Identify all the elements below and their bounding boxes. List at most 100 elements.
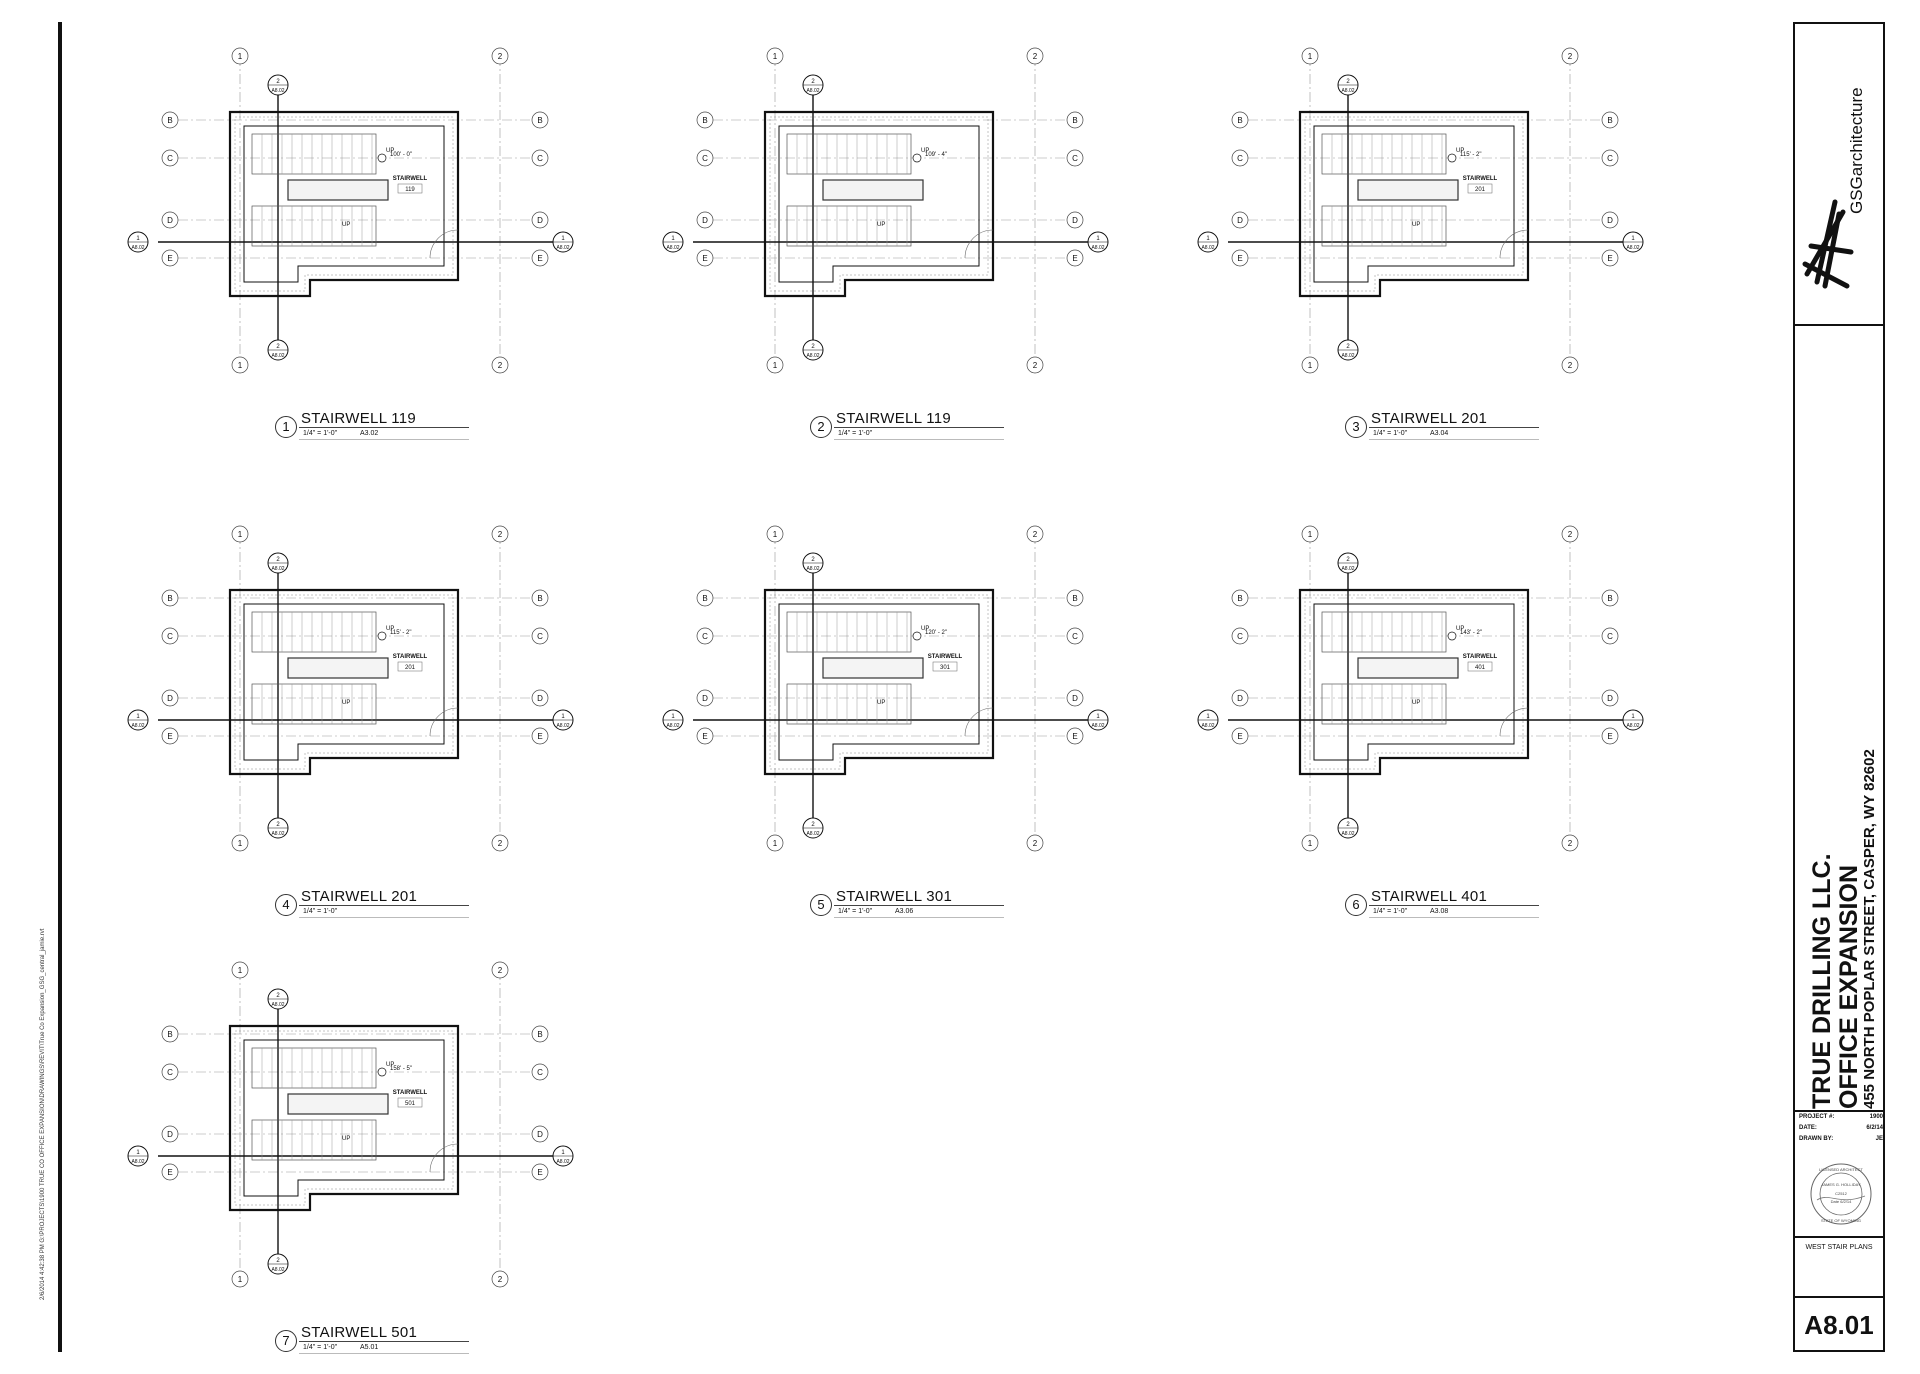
- grid-bubble: [491, 1270, 509, 1288]
- room-number-tag: 201: [1475, 187, 1486, 193]
- gsg-logo: GSGarchitecture: [1795, 24, 1883, 324]
- section-marker-sheet: A8.02: [556, 1159, 569, 1165]
- section-marker-sheet: A8.02: [666, 245, 679, 251]
- grid-bubble-label: 1: [238, 361, 243, 370]
- section-marker-number: 2: [1346, 79, 1350, 85]
- section-marker-number: 1: [671, 714, 675, 720]
- title-underline: [834, 427, 1004, 428]
- view-number: 3: [1345, 416, 1367, 438]
- grid-bubble-label: 1: [238, 52, 243, 61]
- elevation-label: 109' - 4": [925, 152, 947, 158]
- grid-bubble: [1561, 834, 1579, 852]
- title-block: GSGarchitecture TRUE DRILLING LLC. OFFIC…: [1793, 22, 1885, 1352]
- grid-bubble-label: D: [1607, 694, 1613, 703]
- grid-bubble: [1231, 211, 1249, 229]
- elevation-label: 158' - 5": [390, 1066, 412, 1072]
- grid-bubble-label: E: [167, 732, 172, 741]
- door-swing: [429, 1143, 459, 1173]
- section-marker-sheet: A8.02: [806, 831, 819, 837]
- view-reference: A5.01: [360, 1344, 379, 1351]
- grid-bubble: [696, 249, 714, 267]
- grid-bubble-label: C: [537, 1068, 543, 1077]
- grid-bubble-label: C: [167, 1068, 173, 1077]
- stair-up-label: UP: [342, 1136, 350, 1142]
- grid-bubble-label: 1: [1308, 530, 1313, 539]
- grid-bubble: [696, 111, 714, 129]
- room-number-tag: 501: [405, 1101, 416, 1107]
- stair-up-label: UP: [1412, 700, 1420, 706]
- grid-bubble: [531, 249, 549, 267]
- grid-bubble-label: B: [167, 594, 172, 603]
- section-marker-number: 2: [811, 822, 815, 828]
- section-marker-number: 1: [561, 236, 565, 242]
- seal-signature: [1816, 1195, 1866, 1201]
- grid-bubble: [491, 356, 509, 374]
- grid-bubble-label: 1: [773, 839, 778, 848]
- section-marker-sheet: A8.02: [271, 566, 284, 572]
- view-number: 5: [810, 894, 832, 916]
- project-fields: PROJECT #:1900 DATE:6/2/14 DRAWN BY:JE: [1799, 1114, 1883, 1147]
- wall-hatch: [234, 116, 454, 292]
- drawn-by-value: JE: [1875, 1136, 1883, 1142]
- grid-bubble: [1231, 727, 1249, 745]
- grid-bubble-label: E: [1607, 254, 1612, 263]
- stair-landing-wall: [822, 657, 924, 679]
- grid-bubble: [696, 149, 714, 167]
- project-number-row: PROJECT #:1900: [1799, 1114, 1883, 1125]
- grid-bubble: [1231, 627, 1249, 645]
- section-marker-sheet: A8.02: [1341, 353, 1354, 359]
- grid-bubble: [696, 211, 714, 229]
- grid-bubble: [1601, 627, 1619, 645]
- grid-bubble-label: D: [167, 216, 173, 225]
- stair-up-label: UP: [342, 700, 350, 706]
- stair-flight-upper: [251, 611, 377, 653]
- grid-bubble-label: E: [537, 254, 542, 263]
- view-reference: A3.02: [360, 430, 379, 437]
- section-marker-sheet: A8.02: [131, 245, 144, 251]
- stair-flight-outline: [1321, 683, 1447, 725]
- date-value: 6/2/14: [1866, 1125, 1883, 1131]
- room-name-tag: STAIRWELL: [393, 176, 428, 182]
- stair-flight-outline: [786, 683, 912, 725]
- grid-bubble-label: B: [167, 1030, 172, 1039]
- wall-hatch: [769, 116, 989, 292]
- stair-flight-lower: [1321, 683, 1447, 725]
- seal-line-1: LICENSED ARCHITECT: [1819, 1167, 1863, 1172]
- section-marker-sheet: A8.02: [666, 723, 679, 729]
- room-number-box: [397, 661, 423, 672]
- grid-bubble-label: 2: [1568, 530, 1573, 539]
- view-reference: A3.08: [1430, 908, 1449, 915]
- stair-flight-outline: [786, 205, 912, 247]
- client-name: TRUE DRILLING LLC. OFFICE EXPANSION: [1808, 853, 1863, 1109]
- grid-bubble: [161, 1063, 179, 1081]
- grid-bubble-label: E: [537, 1168, 542, 1177]
- section-marker-sheet: A8.02: [271, 353, 284, 359]
- section-marker-number: 1: [1206, 714, 1210, 720]
- grid-bubble-label: 1: [1308, 839, 1313, 848]
- grid-bubble: [696, 589, 714, 607]
- grid-bubble: [1601, 727, 1619, 745]
- grid-bubble-label: C: [167, 154, 173, 163]
- grid-bubble: [1066, 149, 1084, 167]
- section-marker-sheet: A8.02: [271, 88, 284, 94]
- view-scale: 1/4" = 1'-0": [838, 430, 873, 437]
- grid-bubble: [1066, 249, 1084, 267]
- grid-bubble: [1066, 211, 1084, 229]
- stair-enclosure-wall: [1298, 588, 1530, 776]
- stair-up-label: UP: [386, 1062, 394, 1068]
- grid-bubble: [766, 834, 784, 852]
- stair-flight-lower: [1321, 205, 1447, 247]
- stair-landing-wall: [287, 179, 389, 201]
- grid-bubble: [531, 1025, 549, 1043]
- stair-flight-outline: [251, 683, 377, 725]
- section-marker-sheet: A8.02: [1341, 831, 1354, 837]
- view-name: STAIRWELL 401: [1371, 888, 1488, 905]
- view-scale: 1/4" = 1'-0": [838, 908, 873, 915]
- stair-flight-lower: [786, 205, 912, 247]
- section-marker-sheet: A8.02: [806, 566, 819, 572]
- date-row: DATE:6/2/14: [1799, 1125, 1883, 1136]
- grid-bubble-label: B: [1072, 116, 1077, 125]
- grid-bubble: [161, 589, 179, 607]
